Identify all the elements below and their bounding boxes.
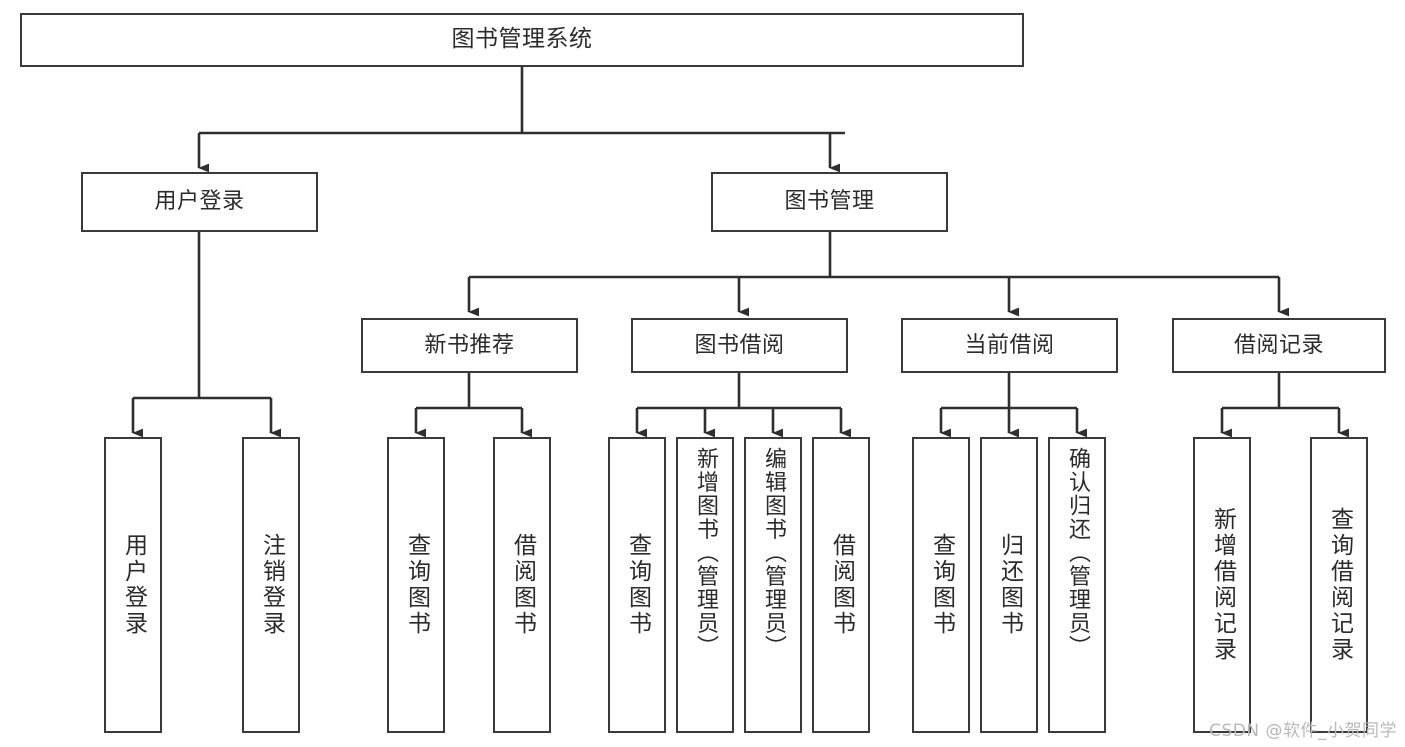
node-label: 图书借阅: [694, 332, 785, 358]
node-label: 新增图书（管理员）: [693, 447, 718, 659]
node-user-login[interactable]: 用户登录: [81, 172, 318, 232]
node-label: 当前借阅: [964, 332, 1055, 358]
csdn-watermark: CSDN @软件_小贺同学: [1209, 721, 1397, 741]
leaf-query-book-2[interactable]: 查询图书: [608, 437, 666, 733]
leaf-borrow-book-1[interactable]: 借阅图书: [493, 437, 551, 733]
node-label: 查询借阅记录: [1326, 507, 1353, 663]
node-book-management[interactable]: 图书管理: [711, 172, 948, 232]
leaf-add-book-admin[interactable]: 新增图书（管理员）: [676, 437, 734, 733]
leaf-logout[interactable]: 注销登录: [242, 437, 300, 733]
node-label: 用户登录: [154, 189, 245, 215]
connectors: [131, 67, 1350, 438]
node-label: 归还图书: [996, 533, 1023, 637]
node-label: 借阅图书: [828, 533, 855, 637]
node-new-book-recommend[interactable]: 新书推荐: [361, 318, 578, 373]
node-label: 注销登录: [258, 533, 285, 637]
leaf-return-book[interactable]: 归还图书: [980, 437, 1038, 733]
leaf-confirm-return-admin[interactable]: 确认归还（管理员）: [1048, 437, 1106, 733]
node-label: 查询图书: [403, 533, 430, 637]
node-label: 新增借阅记录: [1209, 507, 1236, 663]
node-borrow-record[interactable]: 借阅记录: [1172, 318, 1386, 373]
leaf-borrow-book-2[interactable]: 借阅图书: [812, 437, 870, 733]
leaf-query-book-3[interactable]: 查询图书: [912, 437, 970, 733]
node-label: 用户登录: [120, 533, 147, 637]
node-label: 图书管理: [784, 189, 875, 215]
node-label: 新书推荐: [424, 332, 515, 358]
node-label: 确认归还（管理员）: [1065, 447, 1090, 659]
node-current-borrow[interactable]: 当前借阅: [901, 318, 1118, 373]
leaf-query-borrow-record[interactable]: 查询借阅记录: [1310, 437, 1368, 733]
leaf-query-book-1[interactable]: 查询图书: [387, 437, 445, 733]
leaf-add-borrow-record[interactable]: 新增借阅记录: [1193, 437, 1251, 733]
node-label: 图书管理系统: [451, 26, 593, 53]
node-label: 查询图书: [624, 533, 651, 637]
node-label: 借阅图书: [509, 533, 536, 637]
leaf-edit-book-admin[interactable]: 编辑图书（管理员）: [744, 437, 802, 733]
node-label: 查询图书: [928, 533, 955, 637]
node-label: 借阅记录: [1233, 332, 1324, 358]
leaf-user-login[interactable]: 用户登录: [104, 437, 162, 733]
node-book-borrow[interactable]: 图书借阅: [631, 318, 848, 373]
node-label: 编辑图书（管理员）: [761, 447, 786, 659]
node-root-system[interactable]: 图书管理系统: [20, 13, 1024, 67]
